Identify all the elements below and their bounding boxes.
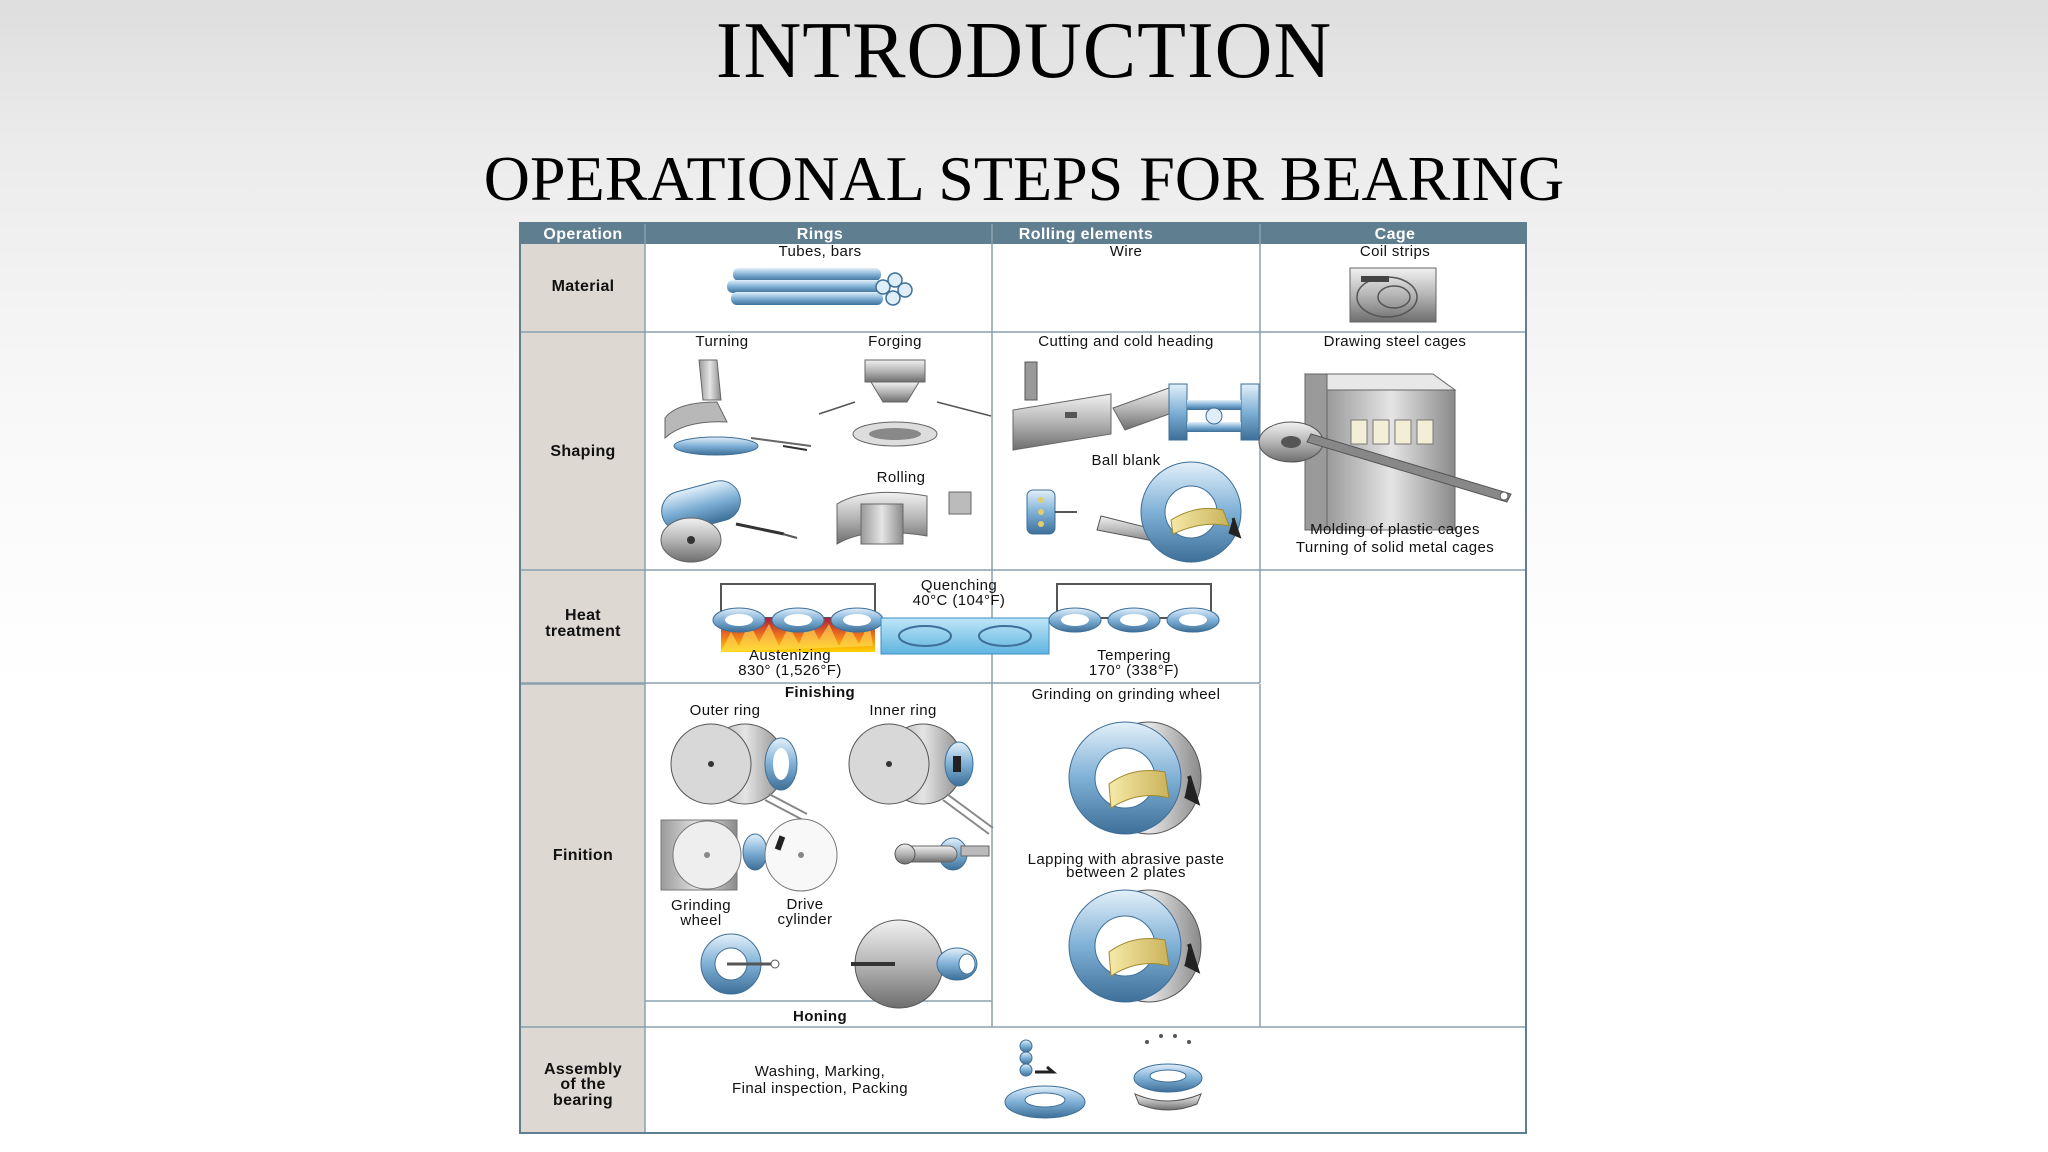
label-coil-strips: Coil strips [1360, 243, 1430, 260]
honing-disc-image [851, 919, 978, 1009]
label-ball-blank: Ball blank [1091, 452, 1160, 469]
label-austenizing-temp: 830° (1,526°F) [738, 662, 841, 679]
label-drive: Drive [786, 896, 823, 913]
internal-grinding-image [894, 837, 990, 871]
operation-column [521, 244, 645, 1132]
label-turning: Turning [695, 333, 748, 350]
label-lapping-1: Lapping with abrasive paste [1028, 851, 1225, 868]
assembly-balls-image [1004, 1039, 1086, 1119]
row-label-finition: Finition [553, 847, 613, 864]
label-finishing: Finishing [785, 684, 855, 701]
label-grinding: Grinding [671, 897, 731, 914]
header-row [521, 224, 1525, 244]
label-turning-solid-cages: Turning of solid metal cages [1296, 539, 1494, 556]
turning-image [664, 359, 812, 456]
header-operation: Operation [543, 226, 622, 243]
honing-ring-image [700, 933, 780, 995]
header-rings: Rings [797, 226, 843, 243]
label-lapping-2: between 2 plates [1066, 864, 1186, 881]
header-cage: Cage [1375, 226, 1416, 243]
label-wheel: wheel [679, 912, 721, 929]
cutting-image [1012, 361, 1170, 451]
label-final-inspection: Final inspection, Packing [732, 1080, 908, 1097]
rolling-mill-image [660, 480, 972, 563]
label-grinding-on-wheel: Grinding on grinding wheel [1032, 686, 1221, 703]
label-cutting-cold-heading: Cutting and cold heading [1038, 333, 1214, 350]
label-tempering-temp: 170° (338°F) [1089, 662, 1179, 679]
centerless-grinding-image [660, 818, 838, 892]
furnace-tempering [1048, 583, 1220, 633]
label-molding-plastic-cages: Molding of plastic cages [1310, 521, 1480, 538]
label-honing: Honing [793, 1008, 847, 1025]
row-label-assembly: Assembly [544, 1061, 622, 1078]
label-tubes-bars: Tubes, bars [778, 243, 861, 260]
table-grid [521, 224, 1525, 1132]
label-quenching-temp: 40°C (104°F) [913, 592, 1006, 609]
label-wire: Wire [1110, 243, 1142, 260]
row-label-shaping: Shaping [550, 443, 615, 460]
grinding-wheel-bearing-image [1068, 721, 1202, 835]
coil-strips-image [1349, 267, 1437, 323]
label-inner-ring: Inner ring [869, 702, 936, 719]
page-subtitle: OPERATIONAL STEPS FOR BEARING [483, 143, 1565, 214]
row-label-of-the: of the [560, 1076, 605, 1093]
header-rolling-elements: Rolling elements [1019, 226, 1153, 243]
tubes-bars-image [727, 268, 913, 306]
outer-ring-grinding-image [670, 723, 808, 821]
label-forging: Forging [868, 333, 922, 350]
page-title: INTRODUCTION [715, 7, 1333, 95]
inner-ring-grinding-image [848, 723, 994, 835]
drawing-press-image [1258, 373, 1512, 531]
lapping-bearing-image [1068, 889, 1202, 1003]
cold-heading-die-image [1168, 383, 1260, 441]
label-tempering: Tempering [1097, 647, 1171, 664]
ball-grinding-image [1096, 461, 1242, 563]
label-cylinder: cylinder [778, 911, 833, 928]
assembled-bearing-image [1133, 1034, 1203, 1111]
label-outer-ring: Outer ring [690, 702, 761, 719]
forging-image [818, 359, 992, 447]
row-label-treatment: treatment [545, 623, 621, 640]
quenching-bath [880, 617, 1050, 655]
bearing-process-table: Operation Rings Rolling elements Cage Ma… [519, 222, 1527, 1134]
row-label-bearing: bearing [553, 1092, 613, 1109]
label-drawing-steel-cages: Drawing steel cages [1324, 333, 1467, 350]
label-quenching: Quenching [921, 577, 997, 594]
label-austenizing: Austenizing [749, 647, 831, 664]
ball-blank-image [1026, 489, 1077, 535]
label-rolling: Rolling [877, 469, 926, 486]
row-label-material: Material [552, 278, 615, 295]
row-label-heat: Heat [565, 607, 601, 624]
furnace-austenizing [712, 583, 884, 652]
label-washing-marking: Washing, Marking, [755, 1063, 885, 1080]
